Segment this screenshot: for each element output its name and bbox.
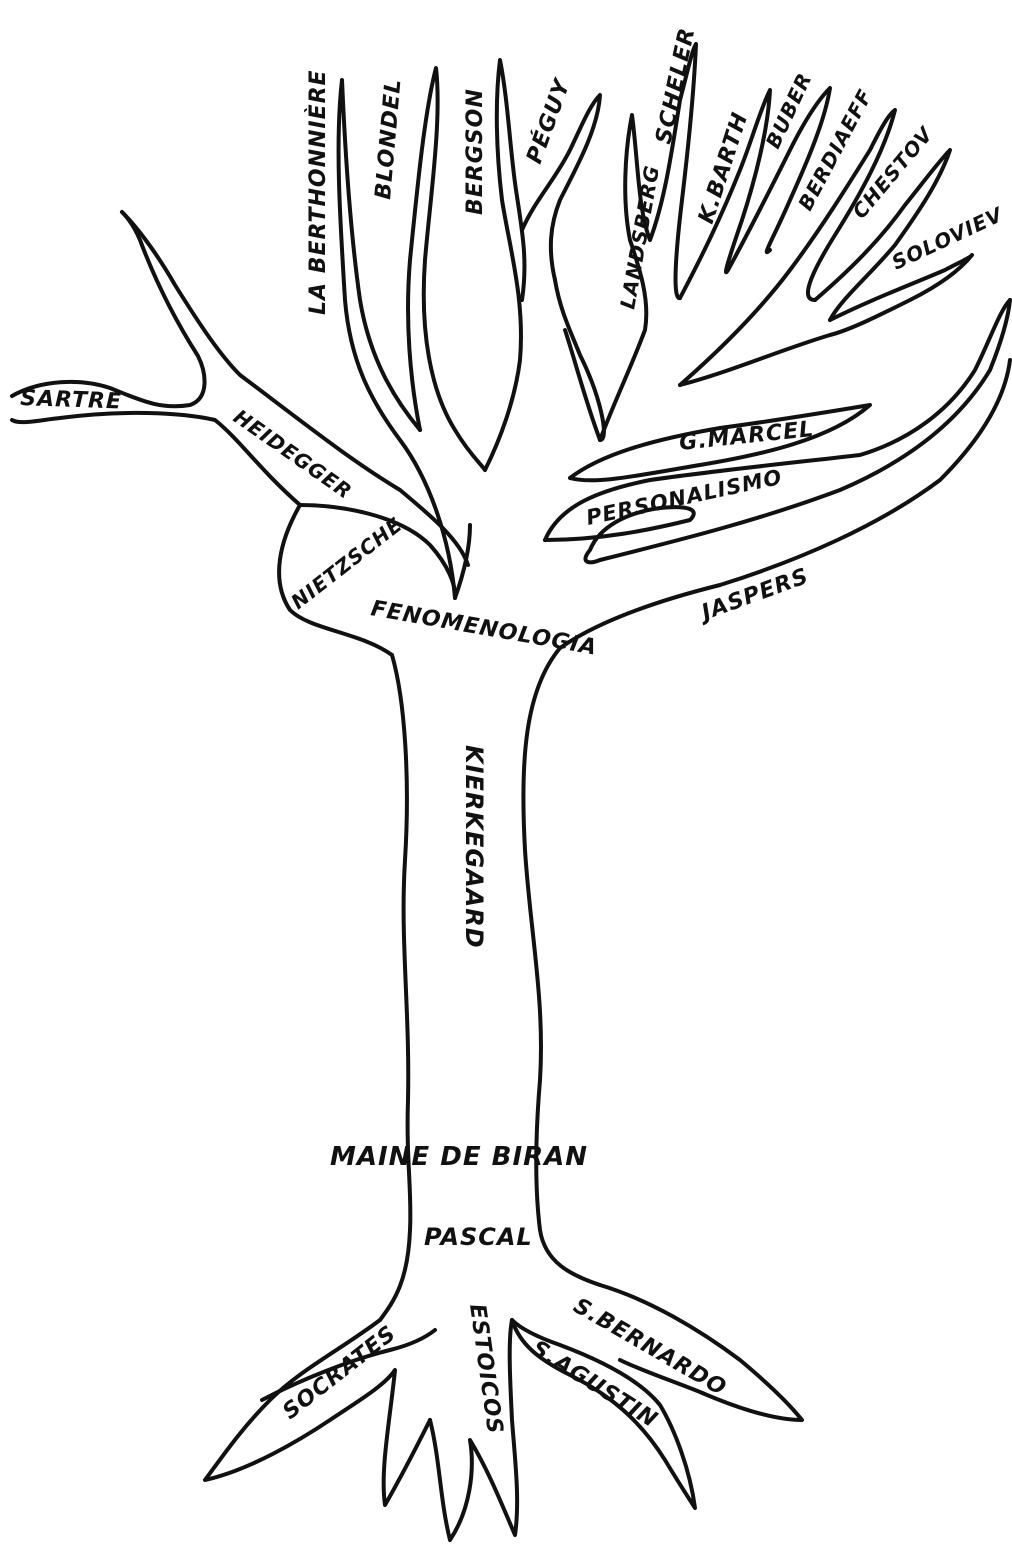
tree-outline [12, 44, 1010, 1540]
label-blondel: BLONDEL [371, 77, 406, 200]
trunk-left-edge [380, 655, 410, 1320]
label-sartre: SARTRE [20, 386, 123, 415]
label-bergson: BERGSON [463, 88, 488, 215]
tree-labels: SARTRE LA BERTHONNIÈRE BLONDEL BERGSON P… [20, 25, 1007, 1436]
label-fenomenologia: FENOMENOLOGIA [369, 596, 599, 660]
label-pascal: PASCAL [424, 1223, 533, 1251]
label-soloviev: SOLOVIEV [888, 202, 1007, 275]
label-socrates: SOCRATES [278, 1321, 401, 1425]
branch-landsberg [555, 280, 604, 440]
branch-bergson [485, 60, 524, 470]
branch-sartre-upper [12, 212, 205, 406]
label-maine-de-biran: MAINE DE BIRAN [330, 1142, 588, 1172]
trunk-right-edge [523, 648, 600, 1285]
branch-soloviev [680, 255, 972, 385]
label-landsberg: LANDSBERG [615, 163, 664, 311]
label-estoicos: ESTOICOS [464, 1302, 507, 1436]
branch-sartre-lower [12, 413, 392, 655]
label-kierkegaard: KIERKEGAARD [460, 745, 488, 949]
label-chestov: CHESTOV [847, 122, 938, 224]
label-la-berthonniere: LA BERTHONNIÈRE [305, 69, 331, 315]
